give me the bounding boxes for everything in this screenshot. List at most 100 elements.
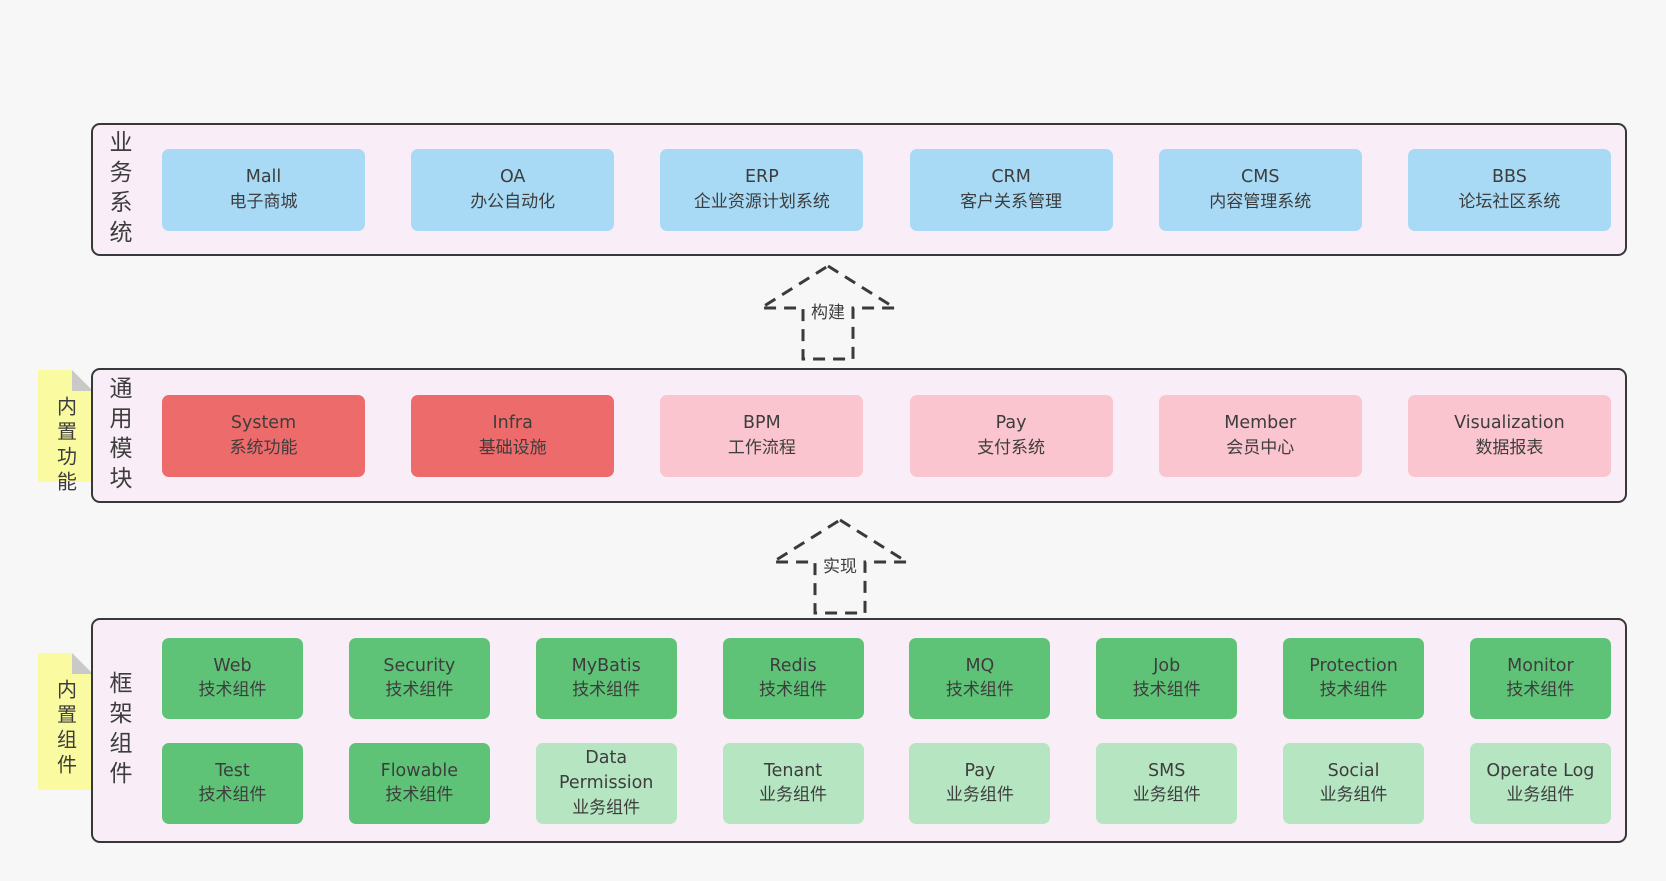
box-title: OA <box>499 167 526 188</box>
panel-label-components: 框架组件 <box>105 670 131 791</box>
arrow-label-bg <box>805 299 851 323</box>
box-data-permission: Data Permission 业务组件 <box>535 742 677 824</box>
box-subtitle: 技术组件 <box>1319 680 1388 701</box>
box-sms: SMS 业务组件 <box>1096 742 1238 824</box>
box-subtitle: 业务组件 <box>945 785 1014 806</box>
box-mybatis: MyBatis 技术组件 <box>535 637 677 719</box>
sticky-note-builtin-components: 内置组件 <box>38 653 93 790</box>
box-subtitle: 业务组件 <box>1132 785 1201 806</box>
box-subtitle: 基础设施 <box>478 437 547 458</box>
box-bbs: BBS 论坛社区系统 <box>1407 148 1611 231</box>
box-title: CMS <box>1241 167 1280 188</box>
components-row-2: Test 技术组件 Flowable 技术组件 Data Permission … <box>162 742 1611 824</box>
box-mall: Mall 电子商城 <box>162 148 365 231</box>
box-title: Member <box>1224 413 1297 434</box>
arrow-outline <box>770 518 910 615</box>
box-pay-module: Pay 支付系统 <box>909 394 1113 477</box>
box-title: Protection <box>1309 655 1398 676</box>
box-test: Test 技术组件 <box>162 742 303 824</box>
box-subtitle: 办公自动化 <box>470 191 556 212</box>
box-title: Operate Log <box>1486 760 1595 781</box>
panel-label-business: 业务系统 <box>105 129 131 250</box>
sticky-note-builtin-features: 内置功能 <box>38 370 93 496</box>
box-subtitle: 系统功能 <box>229 437 298 458</box>
box-title: SMS <box>1148 760 1186 781</box>
box-title: Pay <box>964 760 996 781</box>
box-title: Redis <box>769 655 817 676</box>
arrow-label: 构建 <box>811 303 845 323</box>
box-subtitle: 电子商城 <box>229 191 298 212</box>
box-member: Member 会员中心 <box>1158 394 1362 477</box>
arrow-build: 构建 <box>758 263 898 362</box>
box-title: MyBatis <box>571 655 641 676</box>
box-title: MQ <box>965 655 995 676</box>
box-cms: CMS 内容管理系统 <box>1158 148 1362 231</box>
box-title: Security <box>383 655 456 676</box>
arrow-label-bg <box>817 553 863 577</box>
box-title: CRM <box>991 167 1031 188</box>
box-monitor: Monitor 技术组件 <box>1469 637 1611 719</box>
box-title: Job <box>1153 655 1181 676</box>
box-crm: CRM 客户关系管理 <box>909 148 1113 231</box>
box-subtitle: 技术组件 <box>385 680 454 701</box>
box-title: Monitor <box>1507 655 1574 676</box>
box-title: Visualization <box>1454 413 1565 434</box>
common-modules-panel: 通用模块 System 系统功能 Infra 基础设施 BPM 工作流程 Pay… <box>91 368 1627 503</box>
box-title: Mall <box>245 167 282 188</box>
box-subtitle: 客户关系管理 <box>960 191 1063 212</box>
box-title: Social <box>1327 760 1380 781</box>
box-subtitle: 会员中心 <box>1226 437 1295 458</box>
box-subtitle: 工作流程 <box>727 437 796 458</box>
box-tenant: Tenant 业务组件 <box>722 742 864 824</box>
box-infra: Infra 基础设施 <box>411 394 615 477</box>
arrow-outline <box>758 264 898 361</box>
business-box-row: Mall 电子商城 OA 办公自动化 ERP 企业资源计划系统 CRM 客户关系… <box>148 125 1625 254</box>
box-subtitle: 企业资源计划系统 <box>693 191 830 212</box>
box-subtitle: 支付系统 <box>977 437 1046 458</box>
box-redis: Redis 技术组件 <box>722 637 864 719</box>
arrow-label: 实现 <box>823 557 857 577</box>
box-subtitle: 技术组件 <box>759 680 828 701</box>
box-flowable: Flowable 技术组件 <box>348 742 490 824</box>
box-subtitle: 业务组件 <box>1506 785 1575 806</box>
box-social: Social 业务组件 <box>1283 742 1425 824</box>
box-subtitle: 技术组件 <box>1132 680 1201 701</box>
box-subtitle: 技术组件 <box>198 680 267 701</box>
box-erp: ERP 企业资源计划系统 <box>660 148 864 231</box>
box-title: System <box>230 413 297 434</box>
box-visualization: Visualization 数据报表 <box>1407 394 1611 477</box>
box-title: Pay <box>995 413 1027 434</box>
box-subtitle: 业务组件 <box>572 797 641 818</box>
box-title: BBS <box>1492 167 1527 188</box>
box-system: System 系统功能 <box>162 394 365 477</box>
box-title: Data Permission <box>558 748 654 793</box>
components-grid: Web 技术组件 Security 技术组件 MyBatis 技术组件 Redi… <box>148 620 1625 841</box>
box-bpm: BPM 工作流程 <box>660 394 864 477</box>
box-subtitle: 论坛社区系统 <box>1458 191 1561 212</box>
box-subtitle: 业务组件 <box>759 785 828 806</box>
box-subtitle: 技术组件 <box>1506 680 1575 701</box>
box-subtitle: 数据报表 <box>1475 437 1544 458</box>
box-title: Infra <box>492 413 533 434</box>
sticky-label: 内置组件 <box>53 679 78 779</box>
box-operate-log: Operate Log 业务组件 <box>1469 742 1611 824</box>
panel-label-modules: 通用模块 <box>105 375 131 496</box>
sticky-label: 内置功能 <box>53 396 78 496</box>
box-protection: Protection 技术组件 <box>1283 637 1425 719</box>
box-web: Web 技术组件 <box>162 637 303 719</box>
box-subtitle: 业务组件 <box>1319 785 1388 806</box>
box-title: Flowable <box>380 760 459 781</box>
modules-box-row: System 系统功能 Infra 基础设施 BPM 工作流程 Pay 支付系统… <box>148 370 1625 501</box>
box-title: Test <box>215 760 250 781</box>
box-subtitle: 技术组件 <box>385 785 454 806</box>
components-row-1: Web 技术组件 Security 技术组件 MyBatis 技术组件 Redi… <box>162 637 1611 719</box>
box-subtitle: 技术组件 <box>572 680 641 701</box>
box-security: Security 技术组件 <box>348 637 490 719</box>
box-title: Tenant <box>763 760 823 781</box>
box-title: ERP <box>744 167 779 188</box>
box-mq: MQ 技术组件 <box>909 637 1051 719</box>
arrow-implement: 实现 <box>770 517 910 616</box>
box-subtitle: 内容管理系统 <box>1209 191 1312 212</box>
box-subtitle: 技术组件 <box>945 680 1014 701</box>
